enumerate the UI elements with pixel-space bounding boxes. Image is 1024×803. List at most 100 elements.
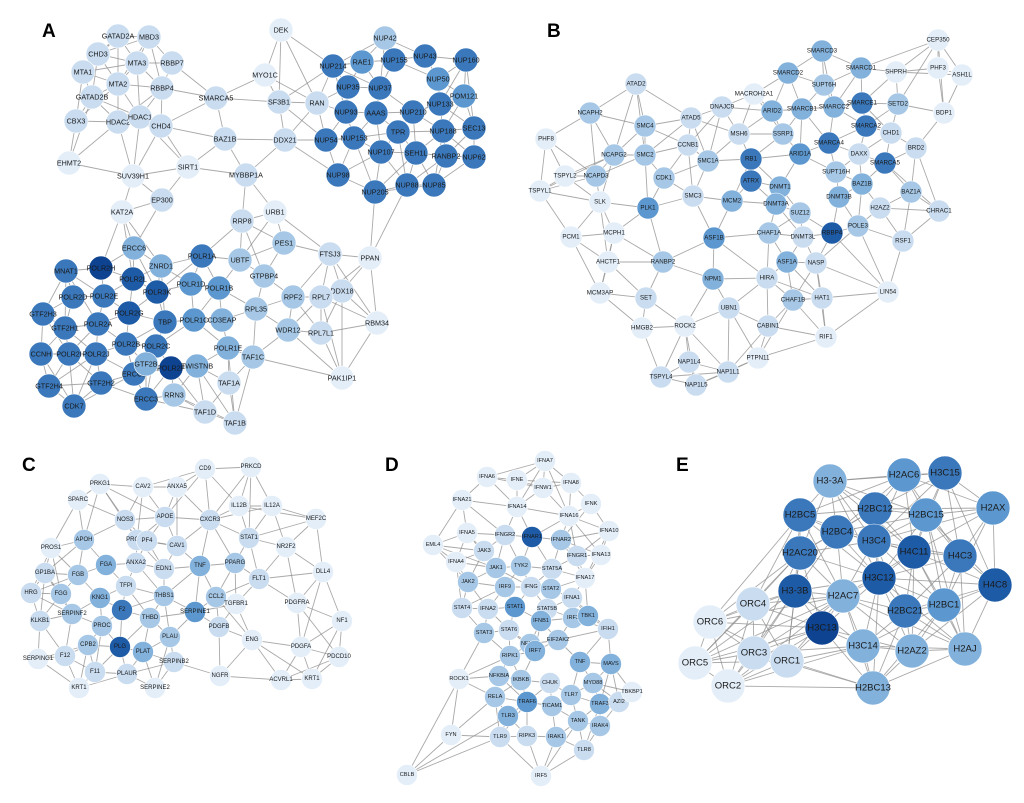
node-b-setd2: SETD2 <box>886 92 910 116</box>
node-label: MBD3 <box>139 33 159 42</box>
node-circle <box>819 514 855 550</box>
node-label: MYD88 <box>584 680 603 686</box>
node-label: H4C3 <box>948 551 972 562</box>
node-label: POLR1A <box>188 252 217 261</box>
node-circle <box>29 610 51 632</box>
node-circle <box>20 582 42 604</box>
node-d-jak1: JAK1 <box>485 557 507 579</box>
node-label: NGFR <box>212 673 230 679</box>
node-circle <box>926 56 950 80</box>
node-label: CHAF1B <box>781 297 805 304</box>
node-label: H2AJ <box>953 644 976 655</box>
node-circle <box>494 524 516 546</box>
node-d-ikbkb: IKBKB <box>510 669 532 691</box>
node-a-rbbp7: RBBP7 <box>159 50 185 76</box>
node-c-cpb2: CPB2 <box>77 634 99 656</box>
node-label: IFNA21 <box>453 497 472 503</box>
node-a-ercc3: ERCC3 <box>133 386 159 412</box>
node-d-tyk2: TYK2 <box>510 555 532 577</box>
node-circle <box>312 561 334 583</box>
node-circle <box>124 50 150 76</box>
node-label: NUP37 <box>368 84 391 93</box>
node-label: DNMT3B <box>826 194 851 201</box>
node-label: PROC <box>93 623 111 629</box>
node-c-pdgfb: PDGFB <box>208 616 230 638</box>
node-label: H2BC1 <box>929 600 960 611</box>
node-label: TRAF3 <box>591 701 609 707</box>
node-label: IFNE <box>511 477 524 483</box>
node-label: EP300 <box>151 196 173 205</box>
node-circle <box>286 592 308 614</box>
node-circle <box>814 325 838 349</box>
node-label: ERCC2 <box>122 370 146 379</box>
node-a-polr1a: POLR1A <box>188 243 217 269</box>
node-circle <box>532 477 554 499</box>
node-a-gtf2h3: GTF2H3 <box>29 301 57 327</box>
node-label: PROS1 <box>41 545 62 551</box>
node-circle <box>649 365 673 389</box>
node-label: IFNA8 <box>563 480 579 486</box>
node-label: KLKB1 <box>31 618 50 624</box>
node-circle <box>149 187 175 213</box>
node-label: MCM3AP <box>587 290 613 297</box>
node-circle <box>252 62 278 88</box>
node-label: STAT1 <box>240 535 258 541</box>
node-circle <box>67 489 89 511</box>
node-b-macroh2a1: MACROH2A1 <box>735 82 774 106</box>
node-circle <box>70 59 96 85</box>
node-circle <box>825 578 861 614</box>
node-circle <box>596 250 620 274</box>
node-d-irak1: IRAK1 <box>545 726 567 748</box>
node-e-orc6: ORC6 <box>692 604 728 640</box>
edge-e <box>753 552 801 654</box>
node-circle <box>516 691 538 713</box>
edge-b <box>613 83 637 156</box>
node-e-h2ax: H2AX <box>975 490 1011 526</box>
node-label: NAP1L4 <box>677 359 701 366</box>
node-a-polr1e: POLR1E <box>214 335 242 361</box>
node-label: MCPH1 <box>603 230 625 237</box>
node-e-h2bc21: H2BC21 <box>887 593 923 629</box>
node-circle <box>824 160 848 184</box>
node-a-gtpbp4: GTPBP4 <box>250 263 278 289</box>
node-label: SHPRH <box>885 69 907 76</box>
node-label: POLR2C <box>142 342 171 351</box>
node-circle <box>846 214 870 238</box>
node-circle <box>673 314 697 338</box>
node-circle <box>372 25 398 51</box>
node-circle <box>154 506 176 528</box>
node-circle <box>192 399 218 425</box>
node-label: IFNG <box>524 584 537 590</box>
edge-e <box>753 595 844 654</box>
node-d-tbkbp1: TBKBP1 <box>621 681 643 703</box>
node-circle <box>530 765 552 787</box>
node-circle <box>757 221 781 245</box>
edge-c <box>251 639 313 680</box>
node-label: ERCC6 <box>122 244 146 253</box>
edge-b <box>897 39 939 105</box>
node-a-ran: RAN <box>304 90 330 116</box>
node-circle <box>451 83 477 109</box>
node-circle <box>357 245 383 271</box>
edge-e <box>694 590 796 664</box>
node-circle <box>788 201 812 225</box>
node-circle <box>499 645 521 667</box>
node-label: NUP205 <box>361 188 388 197</box>
node-label: TICAM1 <box>542 703 563 709</box>
node-label: BDP1 <box>936 110 953 117</box>
node-circle <box>679 106 703 130</box>
node-label: MYO1C <box>252 71 278 80</box>
node-e-h2ac20: H2AC20 <box>782 535 818 571</box>
node-e-h3c15: H3C15 <box>927 455 963 491</box>
node-a-polr2e: POLR2E <box>90 283 118 309</box>
node-b-supt16h: SUPT16H <box>822 160 850 184</box>
node-d-traf6: TRAF6 <box>516 691 538 713</box>
node-label: IRAK1 <box>548 734 564 740</box>
node-circle <box>36 373 62 399</box>
node-a-taf1c: TAF1C <box>240 344 266 370</box>
node-a-taf1a: TAF1A <box>216 370 242 396</box>
node-a-polr2f: POLR2F <box>157 355 186 381</box>
node-label: H2AC7 <box>828 591 859 602</box>
node-label: TLR7 <box>564 692 578 698</box>
node-circle <box>363 100 389 126</box>
